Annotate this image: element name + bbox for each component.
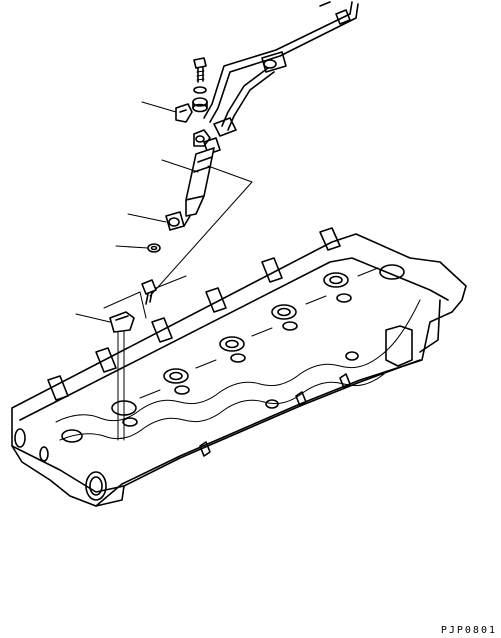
nozzle-holder-icon <box>149 137 253 297</box>
top-bolt-icon <box>192 57 208 113</box>
holder-clamp-icon <box>75 291 147 441</box>
gasket-icon <box>115 243 161 253</box>
sleeve-nut-icon <box>127 211 185 231</box>
clamp-bracket-icon <box>141 101 193 123</box>
bolt-icon <box>141 275 187 305</box>
sleeve-nut-upper-icon <box>193 129 211 147</box>
cylinder-head-icon <box>11 227 467 507</box>
fuel-pipe-group <box>203 1 359 137</box>
figure-reference-code: PJP0801 <box>440 625 497 636</box>
